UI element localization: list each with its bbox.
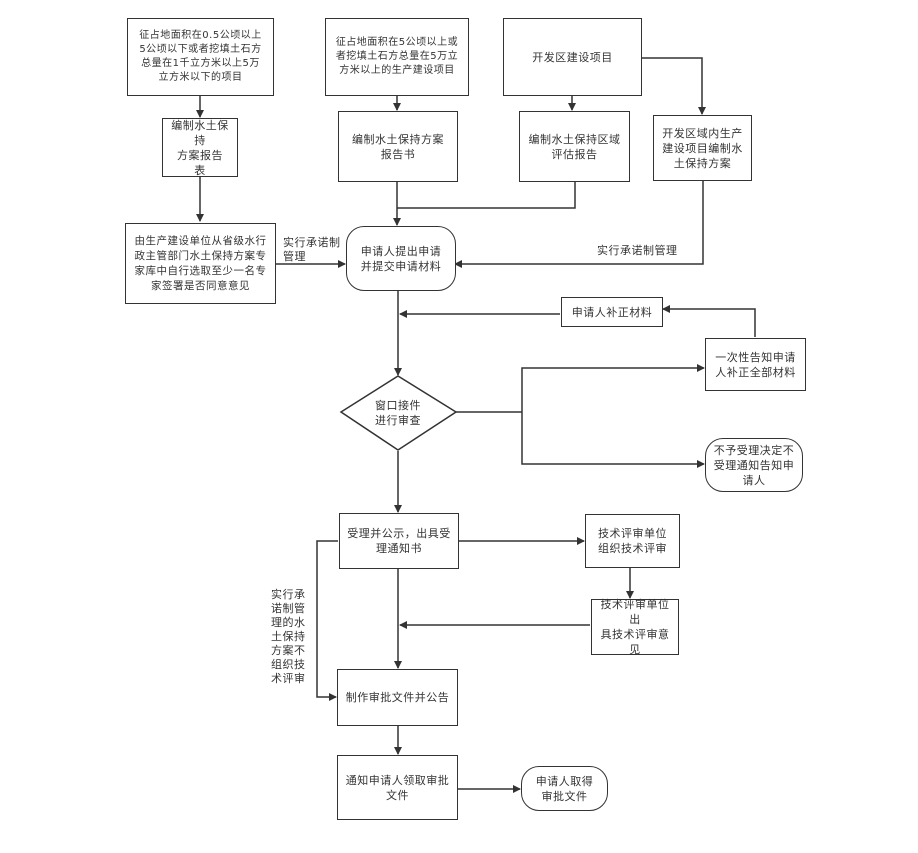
arrow-bypass-to-approve bbox=[316, 540, 338, 701]
line-eval-to-submit bbox=[397, 181, 576, 209]
node-plan-book: 编制水土保持方案 报告书 bbox=[338, 111, 458, 182]
node-approve-doc: 制作审批文件并公告 bbox=[337, 669, 458, 726]
arrow-review-to-notify bbox=[521, 364, 705, 412]
node-project-large: 征占地面积在5公顷以上或 者挖填土石方总量在5万立 方米以上的生产建设项目 bbox=[325, 18, 469, 96]
node-project-small: 征占地面积在0.5公顷以上 5公顷以下或者挖填土石方 总量在1千立方米以上5万 … bbox=[127, 18, 274, 96]
node-submit: 申请人提出申请 并提交申请材料 bbox=[346, 226, 456, 291]
node-dev-zone: 开发区建设项目 bbox=[503, 18, 642, 96]
node-notify-pickup: 通知申请人领取审批 文件 bbox=[337, 755, 458, 820]
node-plan-form: 编制水土保持 方案报告 表 bbox=[162, 118, 238, 177]
arrow-zone-plan-to-submit bbox=[454, 180, 704, 268]
node-tech-unit: 技术评审单位 组织技术评审 bbox=[585, 514, 680, 568]
arrow-dev-to-zone-plan bbox=[641, 57, 706, 115]
node-accept: 受理并公示，出具受 理通知书 bbox=[339, 513, 459, 569]
node-reject: 不予受理决定不 受理通知告知申 请人 bbox=[705, 438, 803, 492]
node-zone-eval: 编制水土保持区域 评估报告 bbox=[519, 111, 630, 182]
node-tech-opinion: 技术评审单位出 具技术评审意见 bbox=[591, 598, 679, 656]
label-commitment-3: 实行承 诺制管 理的水 土保持 方案不 组织技 术评审 bbox=[271, 588, 306, 685]
node-notify-once: 一次性告知申请 人补正全部材料 bbox=[705, 338, 806, 391]
node-expert-sign: 由生产建设单位从省级水行 政主管部门水土保持方案专 家库中自行选取至少一名专 家… bbox=[125, 223, 276, 304]
decision-diamond bbox=[339, 375, 458, 451]
label-commitment-1: 实行承诺制 管理 bbox=[283, 236, 341, 263]
arrow-review-to-reject bbox=[521, 412, 705, 468]
node-window-review: 窗口接件 进行审查 bbox=[375, 399, 421, 427]
arrow-notify-to-supplement bbox=[662, 305, 756, 337]
node-supplement: 申请人补正材料 bbox=[561, 297, 663, 327]
label-commitment-2: 实行承诺制管理 bbox=[597, 244, 678, 257]
node-pickup: 申请人取得 审批文件 bbox=[521, 766, 608, 811]
node-zone-plan: 开发区域内生产 建设项目编制水 土保持方案 bbox=[653, 115, 752, 181]
